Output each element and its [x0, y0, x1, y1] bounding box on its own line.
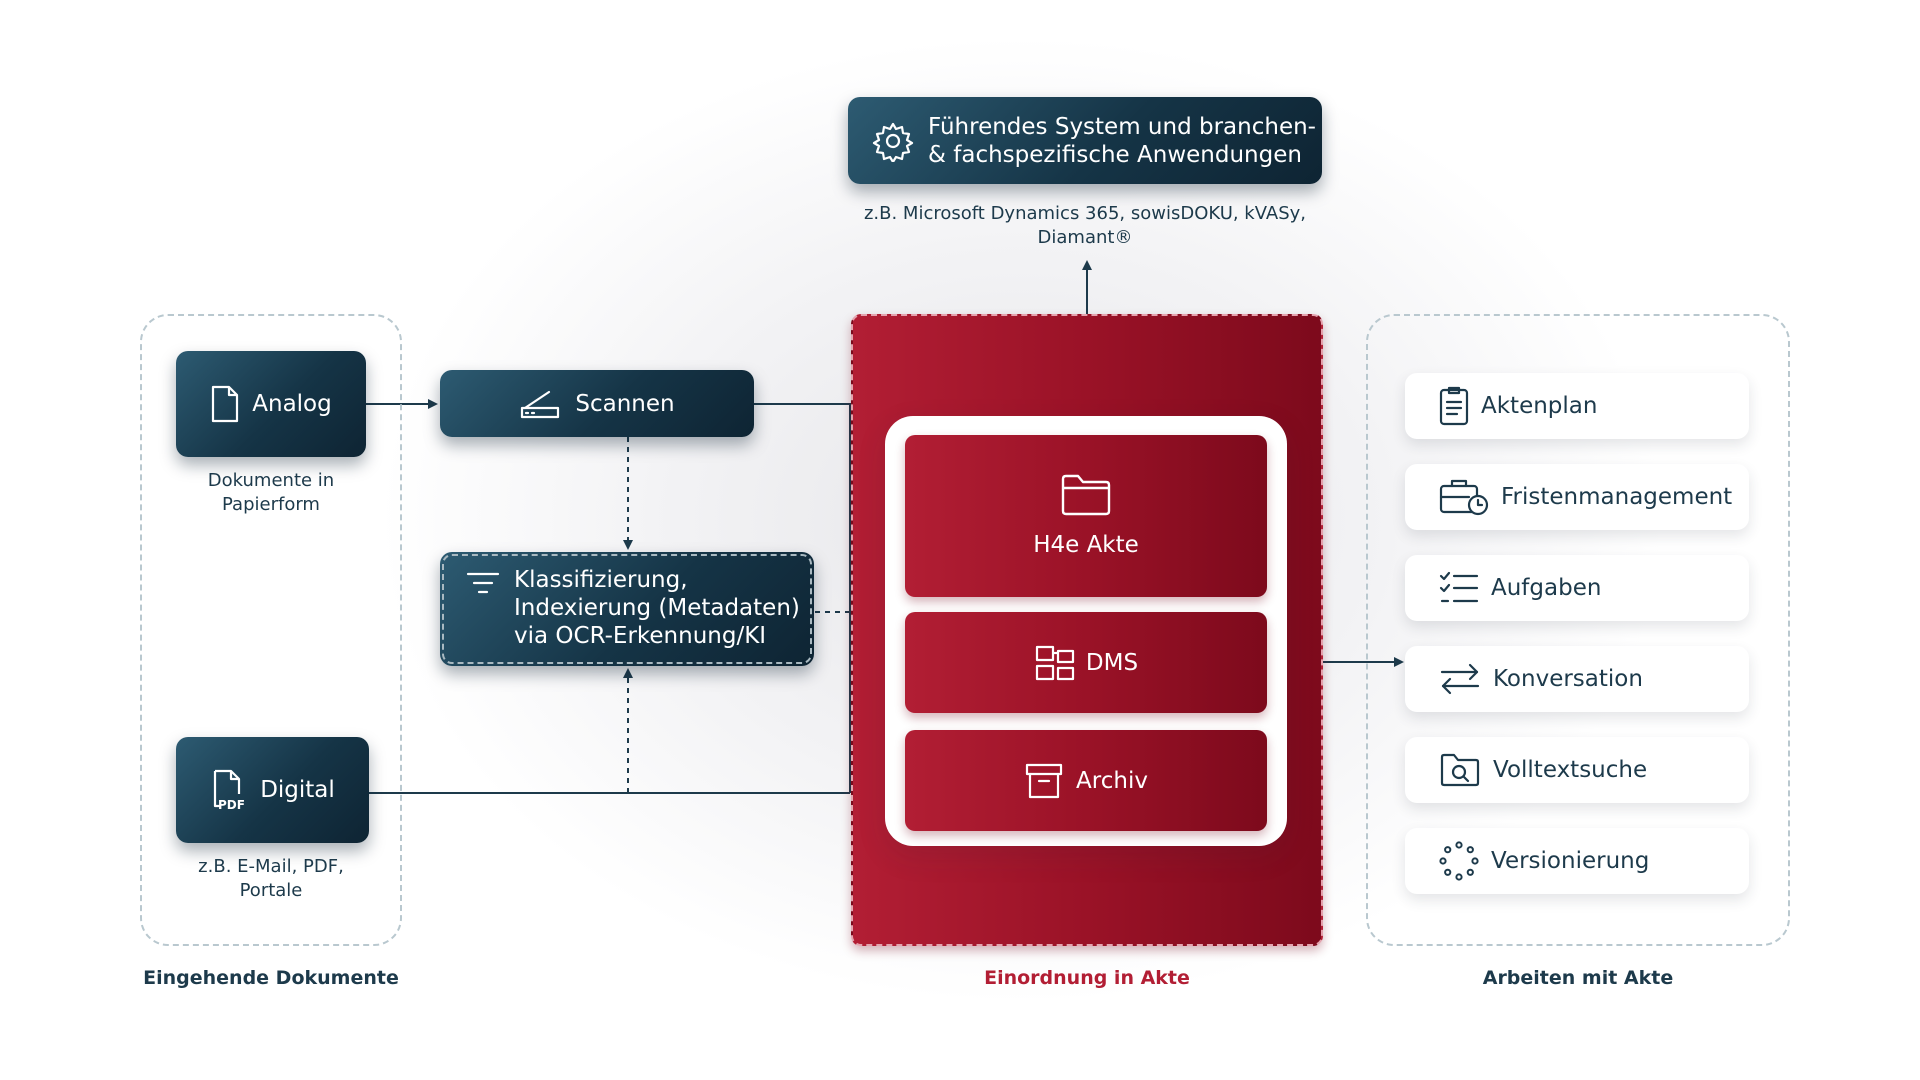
scanner-icon [519, 388, 561, 420]
analog-label: Analog [252, 391, 332, 417]
classification-line1: Klassifizierung, [514, 567, 688, 593]
digital-caption: z.B. E-Mail, PDF, Portale [171, 855, 371, 903]
card-versionierung-label: Versionierung [1491, 848, 1650, 874]
card-konversation-label: Konversation [1493, 666, 1643, 692]
filing-group-label: Einordnung in Akte [984, 967, 1190, 989]
h4e-akte-block: H4e Akte [905, 435, 1267, 597]
digital-box: PDF Digital [176, 737, 369, 843]
digital-label: Digital [260, 777, 335, 803]
leading-system-caption-line2: Diamant® [1037, 227, 1133, 248]
card-aktenplan-label: Aktenplan [1481, 393, 1598, 419]
checklist-icon [1439, 570, 1479, 606]
archive-box-icon [1024, 762, 1064, 800]
analog-caption-line1: Dokumente in [207, 470, 335, 491]
card-versionierung: Versionierung [1405, 828, 1749, 894]
leading-system-title-line1: Führendes System und branchen- [928, 113, 1316, 140]
analog-caption-line2: Papierform [222, 494, 320, 515]
h4e-akte-label: H4e Akte [1033, 532, 1139, 558]
pdf-icon: PDF [210, 768, 248, 812]
card-aufgaben-label: Aufgaben [1491, 575, 1602, 601]
card-volltextsuche: Volltextsuche [1405, 737, 1749, 803]
card-fristenmanagement-label: Fristenmanagement [1501, 484, 1733, 510]
dots-circle-icon [1439, 841, 1479, 881]
archiv-label: Archiv [1076, 767, 1148, 794]
leading-system-box: Führendes System und branchen- & fachspe… [848, 97, 1322, 184]
card-volltextsuche-label: Volltextsuche [1493, 757, 1648, 783]
digital-caption-line1: z.B. E-Mail, PDF, [198, 856, 344, 877]
digital-caption-line2: Portale [239, 880, 303, 901]
briefcase-clock-icon [1439, 477, 1489, 517]
leading-system-caption-line1: z.B. Microsoft Dynamics 365, sowisDOKU, … [863, 203, 1307, 224]
analog-caption: Dokumente in Papierform [171, 469, 371, 517]
folder-icon [1060, 473, 1112, 517]
scan-box: Scannen [440, 370, 754, 437]
card-aufgaben: Aufgaben [1405, 555, 1749, 621]
card-fristenmanagement: Fristenmanagement [1405, 464, 1749, 530]
leading-system-title-line2: & fachspezifische Anwendungen [928, 141, 1302, 168]
dms-icon [1034, 644, 1076, 682]
svg-text:PDF: PDF [218, 798, 245, 812]
file-plan-icon [1439, 386, 1469, 426]
dms-label: DMS [1085, 649, 1139, 676]
dms-block: DMS [905, 612, 1267, 713]
working-group [1366, 314, 1790, 946]
incoming-documents-group [140, 314, 402, 946]
leading-system-caption: z.B. Microsoft Dynamics 365, sowisDOKU, … [835, 202, 1335, 250]
folder-search-icon [1439, 752, 1481, 788]
classification-line2: Indexierung (Metadaten) [514, 595, 800, 621]
filter-icon [466, 570, 500, 598]
incoming-documents-label: Eingehende Dokumente [143, 967, 399, 989]
analog-box: Analog [176, 351, 366, 457]
scan-label: Scannen [575, 390, 675, 417]
gear-icon [872, 120, 914, 162]
classification-box: Klassifizierung, Indexierung (Metadaten)… [440, 552, 814, 666]
document-icon [210, 384, 240, 424]
classification-line3: via OCR-Erkennung/KI [514, 623, 767, 649]
archiv-block: Archiv [905, 730, 1267, 831]
exchange-arrows-icon [1439, 661, 1481, 697]
card-aktenplan: Aktenplan [1405, 373, 1749, 439]
working-group-label: Arbeiten mit Akte [1482, 967, 1674, 989]
card-konversation: Konversation [1405, 646, 1749, 712]
